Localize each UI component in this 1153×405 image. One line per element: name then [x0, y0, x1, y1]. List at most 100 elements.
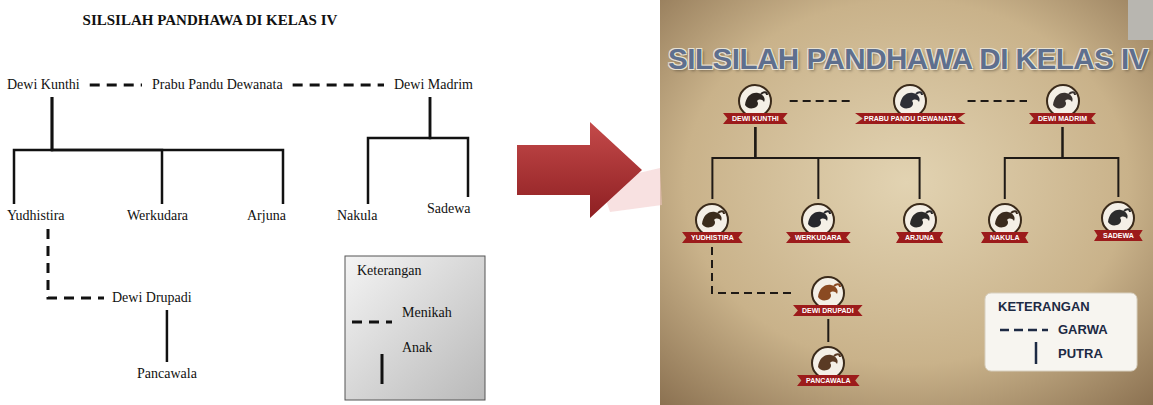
name-ribbon: SADEWA: [1094, 230, 1143, 241]
badge-circle: [904, 204, 936, 236]
name-node: Dewi Kunthi: [5, 76, 82, 94]
wayang-crown: [1069, 92, 1075, 95]
legend-heading: Keterangan: [357, 263, 422, 279]
descent-line: [755, 127, 818, 199]
node-text: Dewi Kunthi: [7, 76, 80, 94]
wayang-crown: [718, 211, 724, 214]
wayang-head: [1053, 93, 1073, 109]
wayang-head: [745, 93, 765, 109]
name-ribbon: ARJUNA: [896, 232, 943, 243]
node-text: Nakula: [337, 207, 377, 225]
wayang-head: [818, 285, 838, 301]
badge-circle: [1047, 85, 1079, 117]
node-text: Prabu Pandu Dewanata: [152, 76, 283, 94]
wayang-head: [1108, 210, 1128, 226]
legend-text: Anak: [402, 340, 432, 356]
diagram-title: SILSILAH PANDHAWA DI KELAS IV: [40, 12, 380, 29]
poster-photo: [660, 0, 1153, 405]
name-ribbon: DEWI MADRIM: [1029, 113, 1096, 124]
wayang-head: [702, 212, 722, 228]
figure-badge: DEWI MADRIM: [1029, 83, 1096, 124]
node-text: Werkudara: [127, 207, 188, 225]
legend-heading: KETERANGAN: [998, 299, 1090, 314]
transform-arrow: [517, 122, 642, 218]
node-text: Dewi Drupadi: [112, 289, 192, 307]
wayang-crown: [926, 211, 932, 214]
node-text: Dewi Madrim: [394, 76, 473, 94]
wayang-crown: [834, 354, 840, 357]
descent-line: [52, 97, 283, 204]
marriage-line: [293, 84, 384, 87]
figure-badge: WERKUDARA: [786, 202, 851, 243]
descent-line: [712, 127, 755, 199]
wayang-head: [808, 212, 828, 228]
marriage-line: [790, 100, 853, 102]
poster-title: SILSILAH PANDHAWA DI KELAS IV: [668, 42, 1148, 76]
descent-line: [166, 310, 169, 362]
legend-text: PUTRA: [1058, 346, 1103, 361]
name-node: Werkudara: [125, 207, 190, 225]
name-node: Yudhistira: [5, 207, 67, 225]
badge-circle: [989, 204, 1021, 236]
name-node: Dewi Drupadi: [110, 289, 194, 307]
legend-text: Menikah: [402, 305, 452, 321]
descent-line: [1005, 127, 1063, 199]
wayang-crown: [1124, 209, 1130, 212]
name-ribbon: WERKUDARA: [786, 232, 851, 243]
wayang-crown: [824, 211, 830, 214]
name-node: Prabu Pandu Dewanata: [150, 76, 285, 94]
badge-circle: [894, 85, 926, 117]
badge-circle: [1102, 202, 1134, 234]
figure-badge: DEWI DRUPADI: [793, 275, 863, 316]
name-node: Nakula: [335, 207, 379, 225]
marriage-line: [90, 84, 142, 87]
badge-circle: [696, 204, 728, 236]
descent-line: [430, 97, 468, 197]
legend-sample-line: [1035, 342, 1038, 364]
node-text: Arjuna: [247, 207, 286, 225]
node-text: Sadewa: [427, 200, 471, 218]
descent-line: [1063, 127, 1119, 197]
marriage-line: [48, 229, 104, 298]
figure-badge: YUDHISTIRA: [682, 202, 743, 243]
node-text: Pancawala: [137, 365, 197, 383]
name-ribbon: DEWI DRUPADI: [793, 305, 863, 316]
legend-box: [985, 293, 1137, 371]
figure-badge: DEWI KUNTHI: [723, 83, 788, 124]
wayang-head: [900, 93, 920, 109]
name-ribbon: NAKULA: [981, 232, 1029, 243]
wayang-crown: [761, 92, 767, 95]
figure-badge: SADEWA: [1094, 200, 1143, 241]
badge-circle: [802, 204, 834, 236]
figure-badge: PRABU PANDU DEWANATA: [855, 83, 966, 124]
node-text: Yudhistira: [7, 207, 65, 225]
figure-badge: PANCAWALA: [797, 345, 860, 386]
legend-sample-dash: [352, 321, 392, 324]
name-node: Dewi Madrim: [392, 76, 475, 94]
figure-badge: NAKULA: [981, 202, 1029, 243]
badge-circle: [812, 277, 844, 309]
descent-line: [755, 127, 919, 199]
name-ribbon: PRABU PANDU DEWANATA: [855, 113, 966, 124]
name-ribbon: DEWI KUNTHI: [723, 113, 788, 124]
wayang-head: [910, 212, 930, 228]
legend-sample-dash: [1000, 329, 1048, 332]
badge-circle: [812, 347, 844, 379]
wayang-crown: [834, 284, 840, 287]
marriage-line: [712, 247, 791, 293]
wayang-crown: [916, 92, 922, 95]
marriage-line: [968, 100, 1027, 102]
figure-badge: ARJUNA: [896, 202, 943, 243]
descent-line: [827, 319, 829, 342]
badge-circle: [739, 85, 771, 117]
legend-text: GARWA: [1058, 322, 1108, 337]
descent-line: [368, 97, 430, 204]
wall-corner: [1128, 0, 1153, 40]
wayang-crown: [1011, 211, 1017, 214]
wayang-head: [818, 355, 838, 371]
name-node: Sadewa: [425, 200, 473, 218]
name-ribbon: YUDHISTIRA: [682, 232, 743, 243]
name-ribbon: PANCAWALA: [797, 375, 860, 386]
descent-line: [14, 97, 52, 204]
